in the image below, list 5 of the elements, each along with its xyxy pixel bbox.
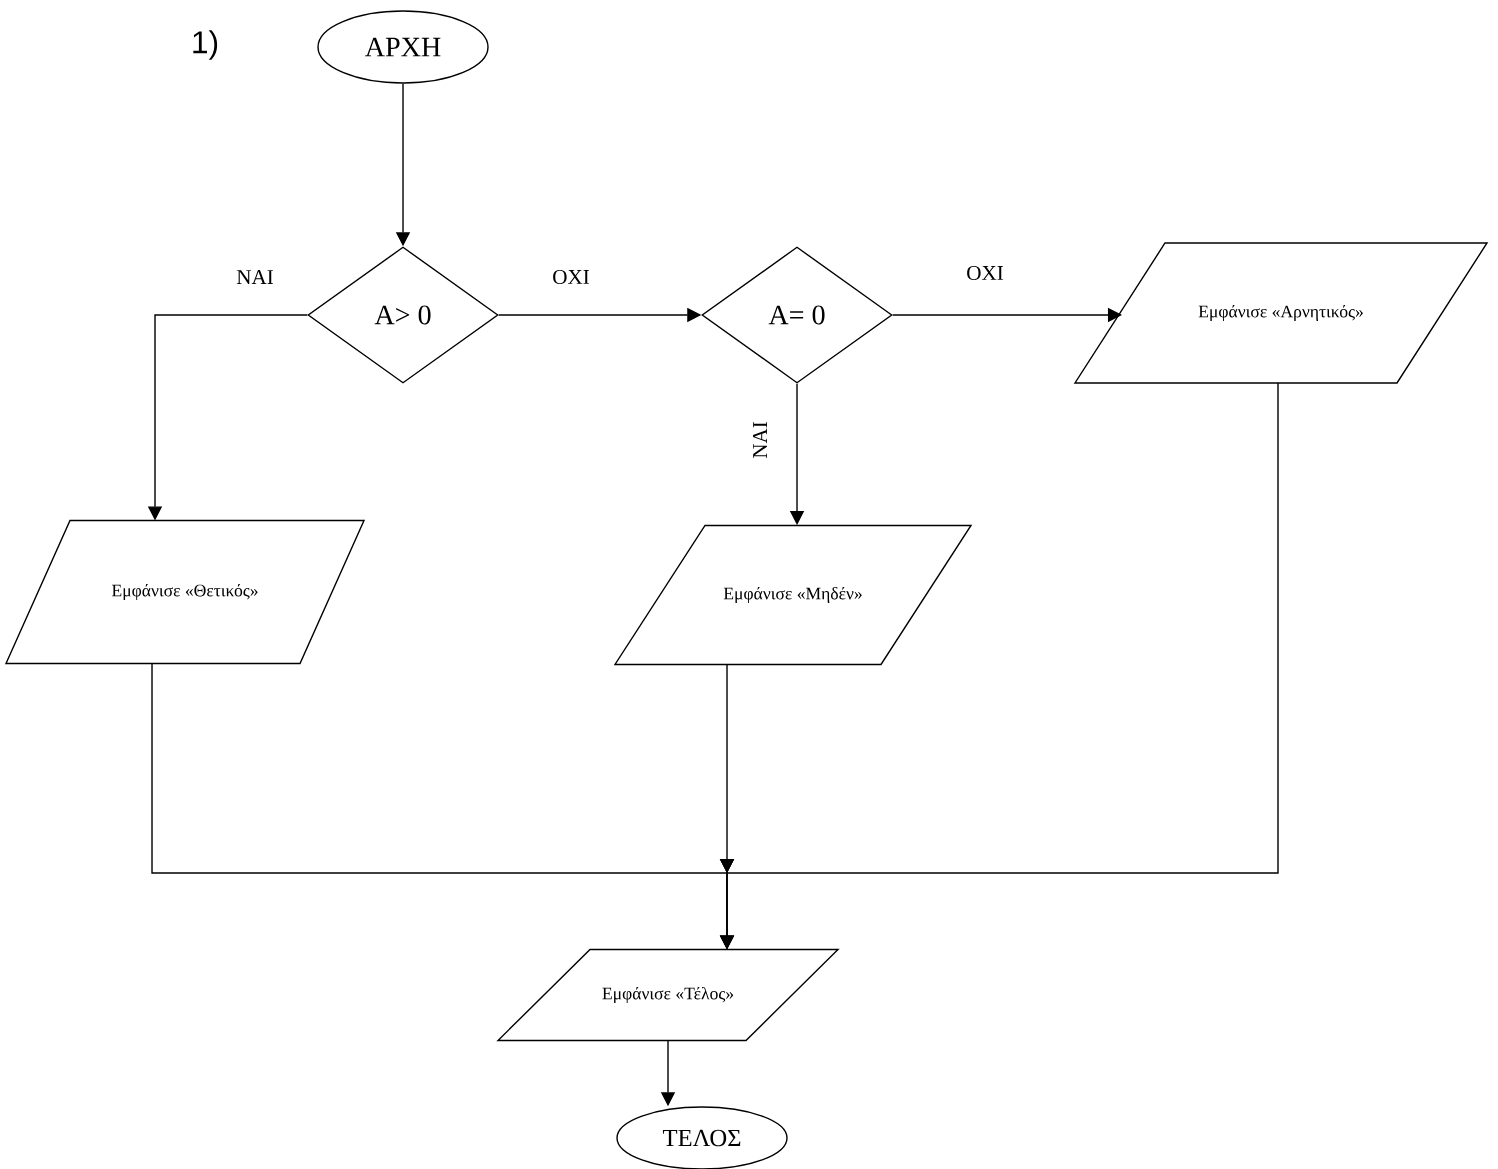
edge-label: ΝΑΙ bbox=[236, 270, 273, 284]
edge-label: ΟΧΙ bbox=[967, 265, 1003, 281]
edge-label: ΟΧΙ bbox=[553, 269, 589, 285]
edge-label: ΝΑΙ bbox=[753, 422, 767, 459]
step-number: 1) bbox=[193, 30, 218, 60]
